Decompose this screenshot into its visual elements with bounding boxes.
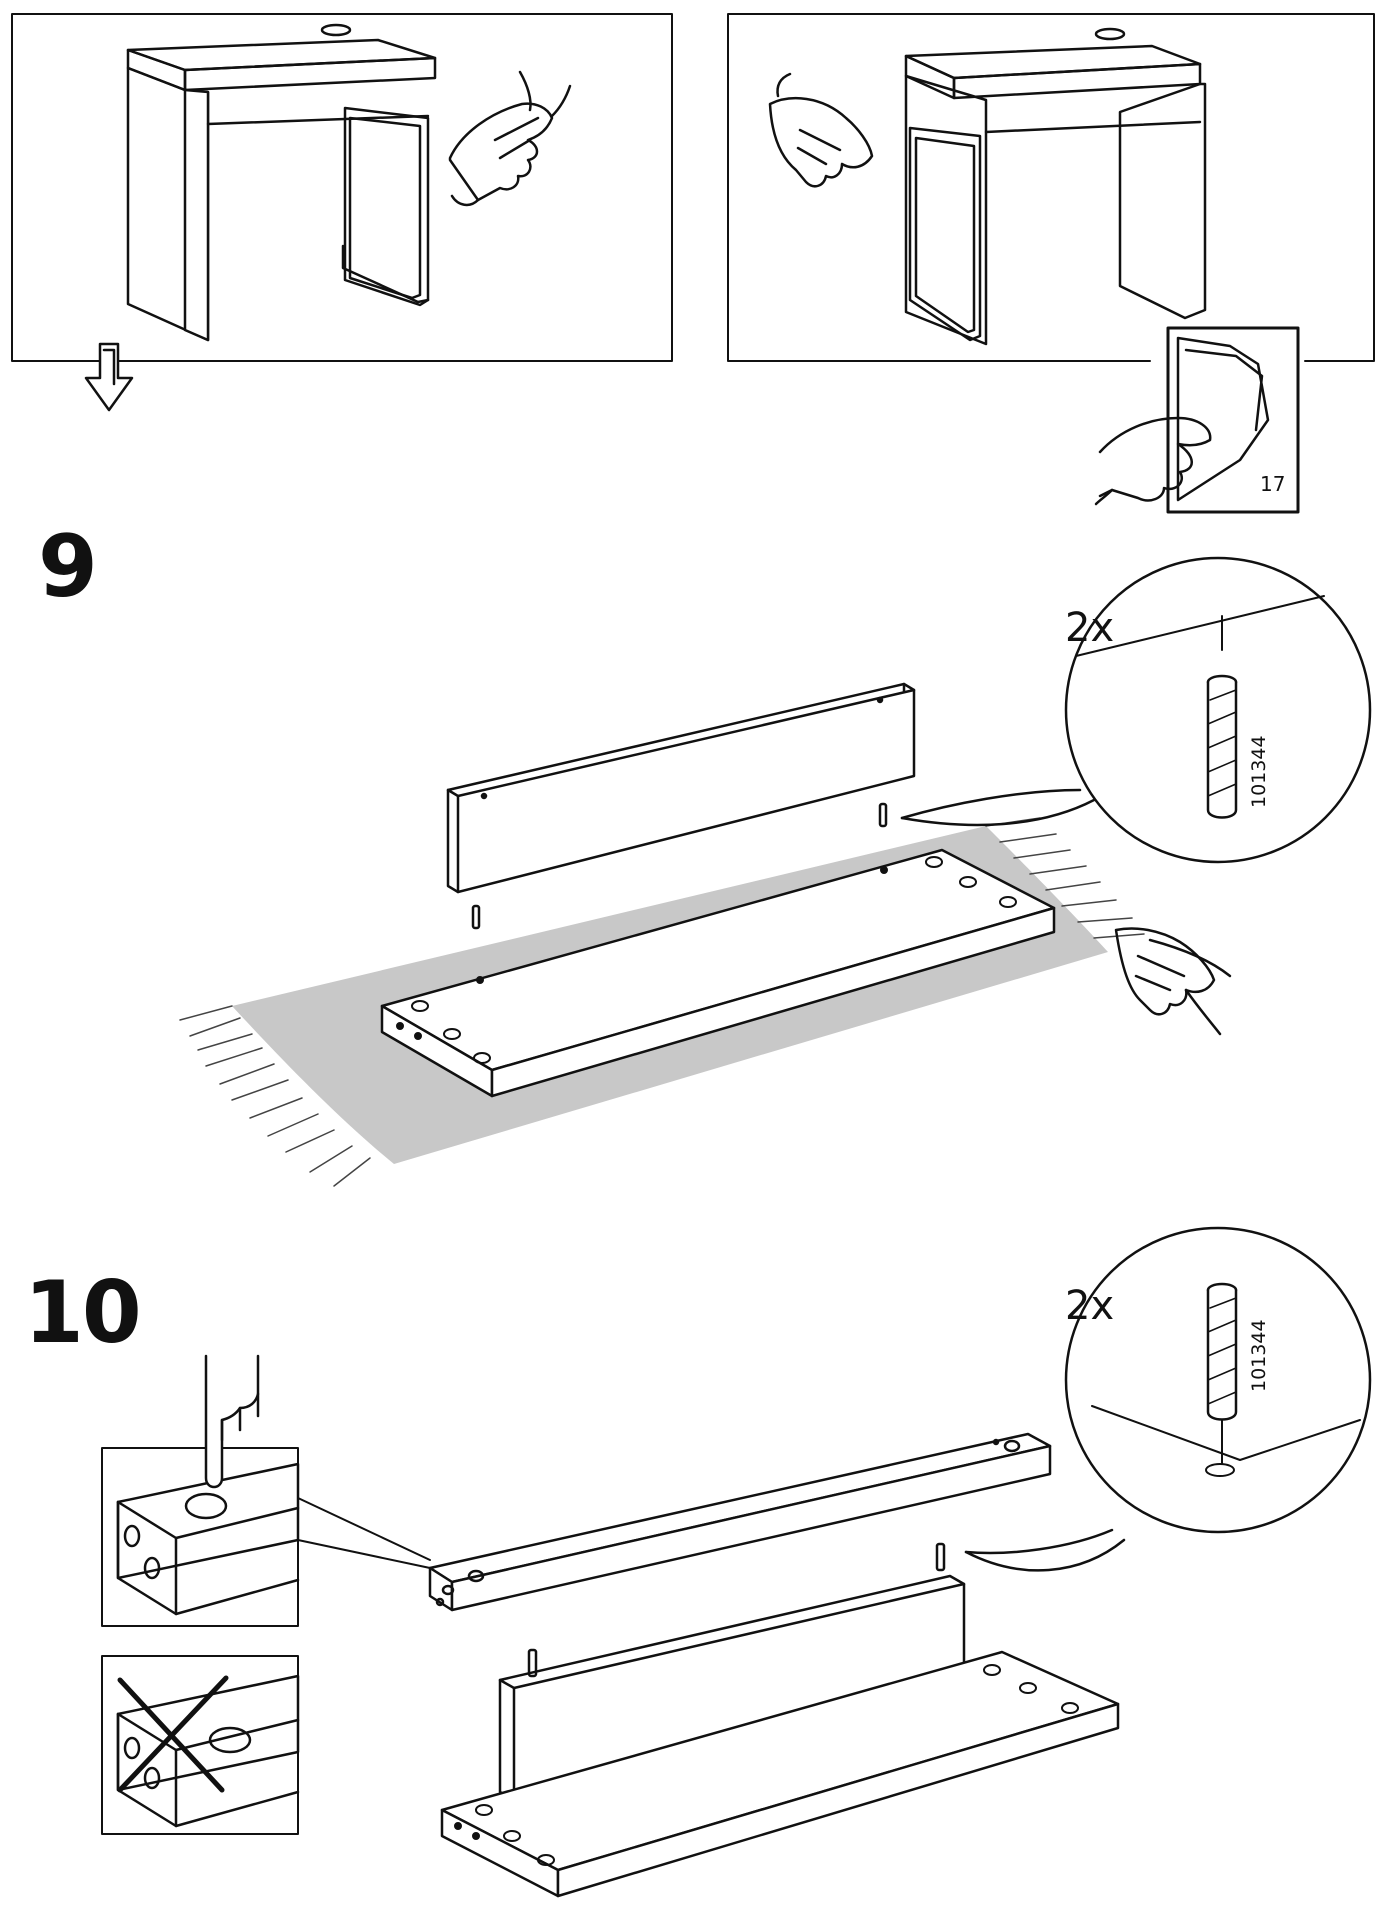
pointing-hand-icon [768, 72, 874, 188]
step-number: 10 [24, 1263, 142, 1363]
pointing-hand-icon [1114, 927, 1232, 1036]
quantity-label: 2x [1065, 1283, 1115, 1329]
panel-icon [380, 848, 1056, 1098]
dowel-icon [471, 802, 888, 930]
step-number: 9 [38, 517, 98, 617]
part-number: 101344 [1248, 735, 1270, 808]
wrong-cross-icon [117, 1675, 229, 1793]
dowel-icon [527, 1542, 946, 1678]
quantity-label: 2x [1065, 605, 1115, 651]
panel-icon [440, 1650, 1120, 1898]
desk-icon [904, 27, 1207, 346]
magnifier-callout-icon [964, 1226, 1372, 1572]
top-right-panel [727, 13, 1375, 514]
dowel-icon [1206, 674, 1238, 819]
down-arrow-icon [84, 342, 134, 412]
part-number: 101344 [1248, 1319, 1270, 1392]
desk-icon [126, 23, 437, 342]
panel-icon [428, 1432, 1052, 1612]
dowel-icon [1206, 1282, 1238, 1421]
press-hand-icon [204, 1354, 260, 1489]
panel-icon [446, 682, 916, 894]
step-10-illustration [101, 1226, 1372, 1898]
magnifier-callout-icon [900, 556, 1372, 864]
top-left-panel [11, 13, 673, 412]
wrong-detail-box [101, 1655, 300, 1835]
pointing-hand-icon [448, 70, 572, 207]
correct-detail-box [101, 1354, 431, 1627]
turn-page-icon [1094, 326, 1300, 514]
step-9-illustration [179, 556, 1372, 1187]
page-reference: 17 [1260, 472, 1286, 496]
